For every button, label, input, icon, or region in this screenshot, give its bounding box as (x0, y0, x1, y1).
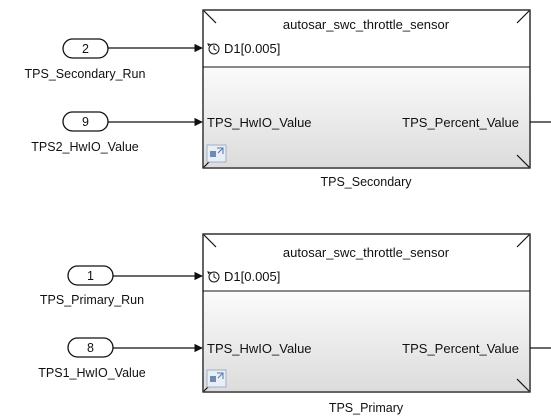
corner-bevel (203, 234, 217, 248)
model-reference-icon (206, 369, 227, 388)
trigger-port-label: D1[0.005] (224, 41, 280, 56)
inport-secondary-hwio[interactable]: 9 TPS2_HwIO_Value (31, 111, 139, 154)
corner-bevel (516, 234, 530, 248)
inport-primary-run[interactable]: 1 TPS_Primary_Run (40, 265, 144, 307)
subsystem-body (204, 292, 529, 391)
inport-primary-hwio[interactable]: 8 TPS1_HwIO_Value (38, 337, 146, 380)
input-port-label: TPS_HwIO_Value (207, 115, 312, 130)
input-port-label: TPS_HwIO_Value (207, 341, 312, 356)
inport-secondary-run[interactable]: 2 TPS_Secondary_Run (25, 38, 146, 81)
subsystem-tps-secondary[interactable]: autosar_swc_throttle_sensor D1[0.005] TP… (202, 9, 531, 189)
corner-bevel (203, 10, 217, 24)
inport-label: TPS2_HwIO_Value (31, 140, 139, 154)
inport-number: 2 (82, 42, 89, 56)
trigger-port-label: D1[0.005] (224, 269, 280, 284)
subsystem-body (204, 68, 529, 167)
inport-number: 9 (82, 115, 89, 129)
inport-label: TPS_Primary_Run (40, 293, 144, 307)
trigger-clock-icon (207, 43, 220, 55)
corner-bevel (516, 378, 530, 392)
subsystem-name: TPS_Primary (329, 401, 404, 415)
output-port-label: TPS_Percent_Value (402, 341, 519, 356)
output-port-label: TPS_Percent_Value (402, 115, 519, 130)
inport-number: 8 (87, 341, 94, 355)
subsystem-name: TPS_Secondary (320, 175, 412, 189)
corner-bevel (516, 154, 530, 168)
subsystem-title: autosar_swc_throttle_sensor (283, 17, 450, 32)
model-reference-icon (206, 144, 227, 163)
inport-label: TPS1_HwIO_Value (38, 366, 146, 380)
corner-bevel (516, 10, 530, 24)
inport-number: 1 (87, 269, 94, 283)
subsystem-tps-primary[interactable]: autosar_swc_throttle_sensor D1[0.005] TP… (202, 233, 531, 415)
trigger-clock-icon (207, 271, 220, 283)
inport-label: TPS_Secondary_Run (25, 67, 146, 81)
subsystem-title: autosar_swc_throttle_sensor (283, 245, 450, 260)
